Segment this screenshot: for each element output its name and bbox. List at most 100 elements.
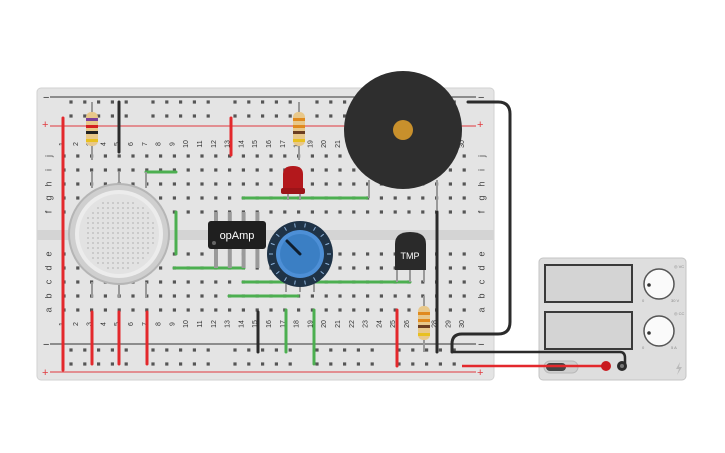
breadboard-hole[interactable] (338, 182, 342, 186)
breadboard-hole[interactable] (274, 348, 278, 352)
breadboard-hole[interactable] (255, 168, 259, 172)
breadboard-hole[interactable] (247, 348, 251, 352)
breadboard-hole[interactable] (247, 362, 251, 366)
breadboard-hole[interactable] (338, 168, 342, 172)
breadboard-hole[interactable] (338, 154, 342, 158)
breadboard-hole[interactable] (315, 348, 319, 352)
breadboard-hole[interactable] (261, 362, 265, 366)
breadboard-hole[interactable] (324, 210, 328, 214)
breadboard-hole[interactable] (192, 348, 196, 352)
breadboard-hole[interactable] (179, 114, 183, 118)
breadboard-hole[interactable] (324, 294, 328, 298)
breadboard-hole[interactable] (448, 252, 452, 256)
breadboard-hole[interactable] (261, 348, 265, 352)
breadboard-hole[interactable] (338, 308, 342, 312)
breadboard-hole[interactable] (192, 362, 196, 366)
breadboard-hole[interactable] (448, 266, 452, 270)
breadboard-hole[interactable] (214, 168, 218, 172)
breadboard-hole[interactable] (124, 362, 128, 366)
breadboard-hole[interactable] (379, 210, 383, 214)
breadboard-hole[interactable] (233, 348, 237, 352)
breadboard-hole[interactable] (103, 308, 107, 312)
breadboard-hole[interactable] (76, 294, 80, 298)
breadboard-hole[interactable] (343, 362, 347, 366)
breadboard-hole[interactable] (269, 182, 273, 186)
breadboard-hole[interactable] (462, 154, 466, 158)
breadboard-hole[interactable] (288, 348, 292, 352)
breadboard-hole[interactable] (76, 196, 80, 200)
breadboard-hole[interactable] (338, 252, 342, 256)
breadboard-hole[interactable] (255, 308, 259, 312)
breadboard-hole[interactable] (186, 154, 190, 158)
breadboard-hole[interactable] (315, 114, 319, 118)
breadboard-hole[interactable] (448, 196, 452, 200)
breadboard-hole[interactable] (110, 114, 114, 118)
breadboard-hole[interactable] (352, 252, 356, 256)
breadboard-hole[interactable] (172, 196, 176, 200)
breadboard-hole[interactable] (393, 308, 397, 312)
breadboard-hole[interactable] (283, 210, 287, 214)
breadboard-hole[interactable] (172, 280, 176, 284)
breadboard-hole[interactable] (462, 210, 466, 214)
resistor[interactable] (86, 102, 98, 160)
breadboard-hole[interactable] (69, 348, 73, 352)
breadboard-hole[interactable] (228, 308, 232, 312)
breadboard-hole[interactable] (159, 294, 163, 298)
breadboard-hole[interactable] (233, 362, 237, 366)
breadboard-hole[interactable] (352, 168, 356, 172)
breadboard-hole[interactable] (407, 196, 411, 200)
breadboard-hole[interactable] (366, 182, 370, 186)
breadboard-hole[interactable] (76, 154, 80, 158)
breadboard-hole[interactable] (421, 196, 425, 200)
breadboard-hole[interactable] (452, 348, 456, 352)
breadboard-hole[interactable] (145, 154, 149, 158)
breadboard-hole[interactable] (192, 114, 196, 118)
breadboard-hole[interactable] (214, 182, 218, 186)
breadboard-hole[interactable] (186, 196, 190, 200)
breadboard-hole[interactable] (83, 348, 87, 352)
breadboard-hole[interactable] (159, 182, 163, 186)
breadboard-hole[interactable] (352, 182, 356, 186)
breadboard-hole[interactable] (159, 308, 163, 312)
breadboard-hole[interactable] (425, 362, 429, 366)
breadboard-hole[interactable] (247, 114, 251, 118)
breadboard-hole[interactable] (200, 196, 204, 200)
breadboard-hole[interactable] (324, 154, 328, 158)
breadboard-hole[interactable] (200, 210, 204, 214)
breadboard-hole[interactable] (124, 348, 128, 352)
breadboard-hole[interactable] (352, 266, 356, 270)
breadboard-hole[interactable] (241, 182, 245, 186)
breadboard-hole[interactable] (214, 294, 218, 298)
breadboard-hole[interactable] (145, 168, 149, 172)
breadboard-hole[interactable] (297, 308, 301, 312)
breadboard-hole[interactable] (462, 280, 466, 284)
breadboard-hole[interactable] (462, 266, 466, 270)
breadboard-hole[interactable] (76, 308, 80, 312)
breadboard-hole[interactable] (448, 168, 452, 172)
breadboard-hole[interactable] (241, 308, 245, 312)
breadboard-hole[interactable] (343, 100, 347, 104)
breadboard-hole[interactable] (343, 114, 347, 118)
breadboard-hole[interactable] (200, 252, 204, 256)
breadboard-hole[interactable] (228, 182, 232, 186)
breadboard-hole[interactable] (269, 210, 273, 214)
breadboard-hole[interactable] (83, 100, 87, 104)
breadboard-hole[interactable] (172, 154, 176, 158)
breadboard-hole[interactable] (172, 294, 176, 298)
breadboard-hole[interactable] (366, 294, 370, 298)
breadboard-hole[interactable] (407, 294, 411, 298)
breadboard-hole[interactable] (310, 308, 314, 312)
breadboard-hole[interactable] (228, 154, 232, 158)
breadboard-hole[interactable] (379, 308, 383, 312)
breadboard-hole[interactable] (200, 182, 204, 186)
breadboard-hole[interactable] (338, 210, 342, 214)
red-wires[interactable] (61, 116, 399, 372)
breadboard-hole[interactable] (315, 100, 319, 104)
gas-sensor[interactable] (68, 172, 170, 298)
breadboard-hole[interactable] (97, 348, 101, 352)
breadboard-hole[interactable] (97, 114, 101, 118)
breadboard-hole[interactable] (117, 168, 121, 172)
breadboard-hole[interactable] (397, 362, 401, 366)
breadboard-hole[interactable] (103, 168, 107, 172)
